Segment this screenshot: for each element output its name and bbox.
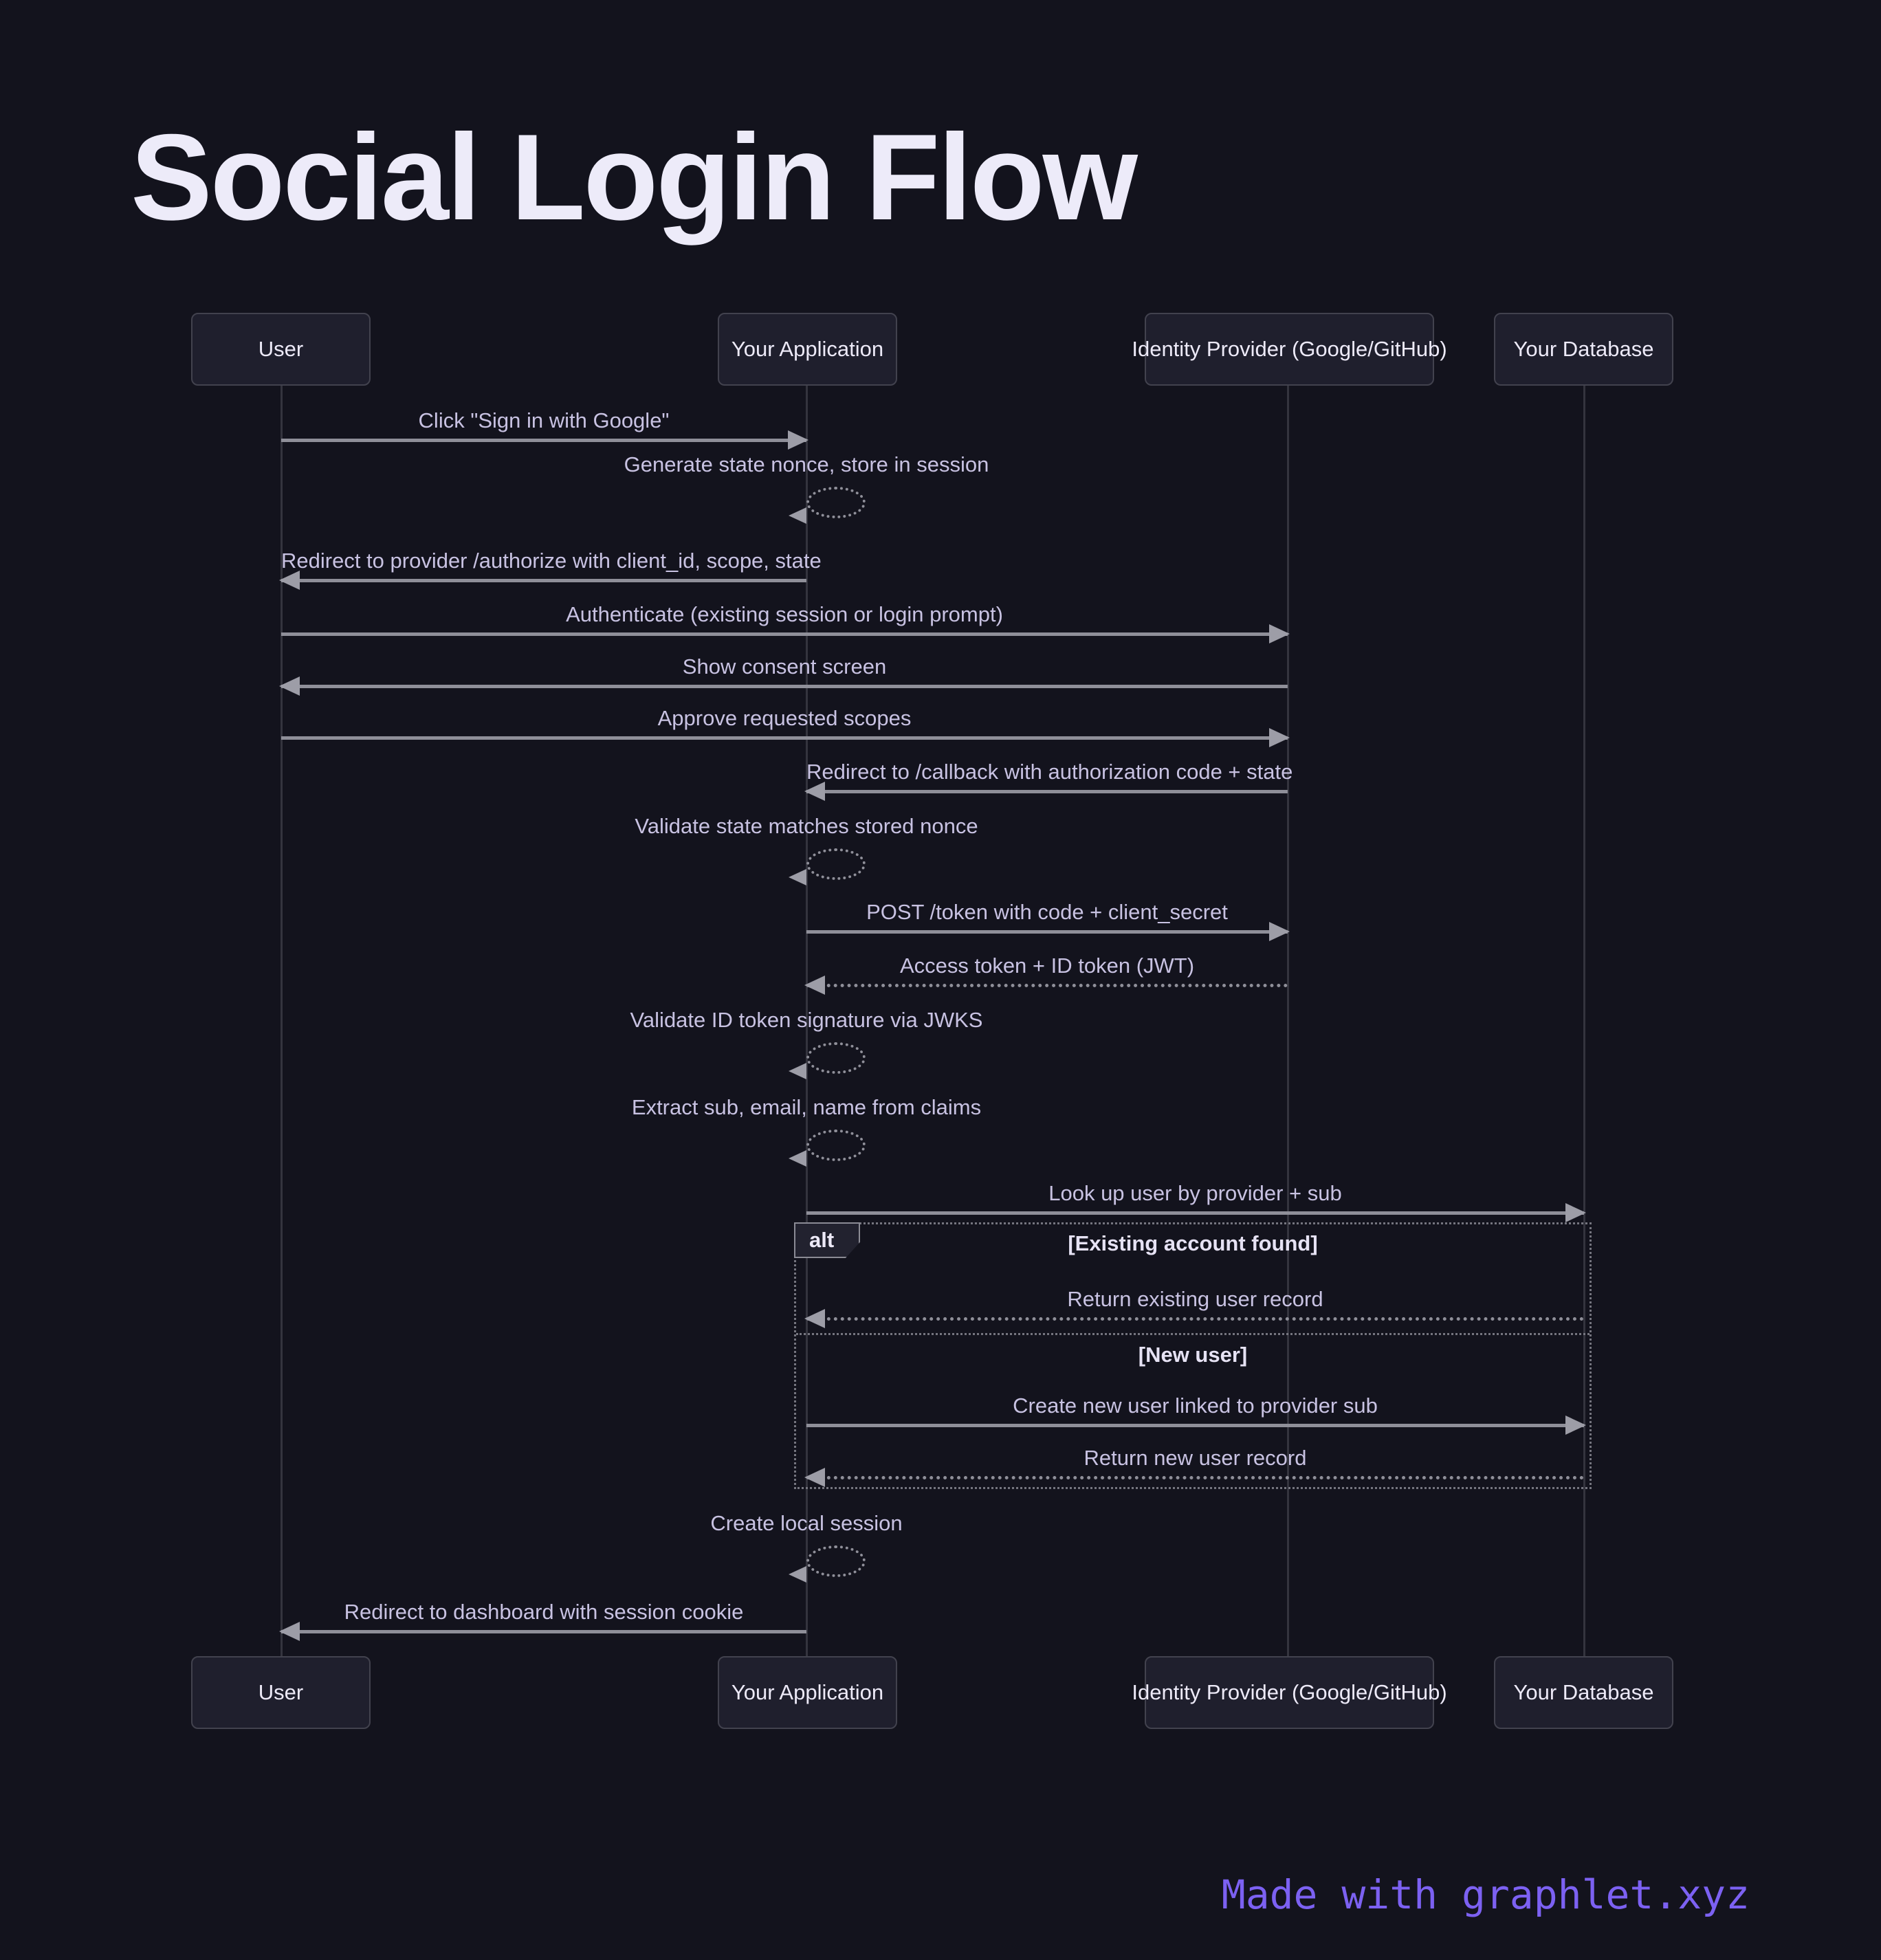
arrowhead-right-icon <box>788 430 808 450</box>
arrowhead-right-icon <box>1565 1203 1586 1222</box>
alt-frame-divider <box>796 1333 1590 1335</box>
self-loop-icon <box>806 1130 866 1161</box>
message-create-new-user: Create new user linked to provider sub <box>806 1392 1586 1435</box>
arrowhead-left-icon <box>789 1063 806 1079</box>
self-message-validate-state: Validate state matches stored nonce <box>497 813 1116 885</box>
arrow-line <box>281 1630 806 1633</box>
self-message-extract-claims: Extract sub, email, name from claims <box>497 1094 1116 1167</box>
arrow-line <box>281 685 1288 688</box>
message-label: Click "Sign in with Google" <box>418 408 670 432</box>
actor-user-bottom: User <box>191 1656 371 1729</box>
lifeline-application <box>806 386 808 1656</box>
lifeline-identity-provider <box>1287 386 1289 1656</box>
message-label: Extract sub, email, name from claims <box>631 1095 982 1119</box>
arrowhead-left-icon <box>789 507 806 524</box>
actor-user-top: User <box>191 313 371 386</box>
arrowhead-left-icon <box>804 782 825 801</box>
message-label: Access token + ID token (JWT) <box>899 954 1195 978</box>
message-label: Redirect to /callback with authorization… <box>806 760 1293 784</box>
message-redirect-authorize: Redirect to provider /authorize with cli… <box>279 547 822 590</box>
arrowhead-right-icon <box>1565 1416 1586 1435</box>
message-redirect-dashboard: Redirect to dashboard with session cooki… <box>279 1598 806 1641</box>
self-loop-icon <box>806 1545 866 1577</box>
page-title: Social Login Flow <box>131 109 1138 245</box>
message-label: Generate state nonce, store in session <box>624 452 989 476</box>
actor-application-top: Your Application <box>718 313 897 386</box>
message-label: Return existing user record <box>1067 1287 1323 1311</box>
alt-condition-new-user: [New user] <box>1138 1343 1248 1367</box>
alt-condition-existing: [Existing account found] <box>1068 1231 1318 1255</box>
message-lookup-user: Look up user by provider + sub <box>806 1180 1586 1222</box>
arrowhead-right-icon <box>1269 728 1290 747</box>
message-label: Authenticate (existing session or login … <box>566 602 1003 626</box>
self-message-create-session: Create local session <box>497 1510 1116 1583</box>
arrow-line <box>806 1211 1584 1215</box>
message-label: Redirect to dashboard with session cooki… <box>344 1600 744 1624</box>
lifeline-user <box>280 386 283 1656</box>
message-redirect-callback: Redirect to /callback with authorization… <box>804 758 1293 801</box>
arrow-line <box>281 439 806 442</box>
self-loop-icon <box>806 1042 866 1074</box>
arrowhead-left-icon <box>279 676 300 696</box>
self-loop-icon <box>806 487 866 518</box>
message-label: Approve requested scopes <box>657 706 912 730</box>
message-label: Validate state matches stored nonce <box>635 814 978 838</box>
message-label: Create local session <box>710 1511 903 1535</box>
actor-identity-provider-bottom: Identity Provider (Google/GitHub) <box>1132 1656 1447 1729</box>
arrowhead-right-icon <box>1269 624 1290 643</box>
message-access-token: Access token + ID token (JWT) <box>804 952 1288 995</box>
arrow-line <box>806 1424 1584 1427</box>
arrow-line <box>281 736 1288 740</box>
message-show-consent: Show consent screen <box>279 653 1288 696</box>
lifeline-database <box>1583 386 1585 1656</box>
message-return-new-user: Return new user record <box>804 1444 1584 1487</box>
actor-database-bottom: Your Database <box>1494 1656 1673 1729</box>
arrow-line <box>806 790 1288 793</box>
message-label: Create new user linked to provider sub <box>1013 1394 1378 1418</box>
arrowhead-left-icon <box>789 1150 806 1167</box>
message-click-sign-in: Click "Sign in with Google" <box>281 407 808 450</box>
message-label: POST /token with code + client_secret <box>866 900 1228 924</box>
message-label: Validate ID token signature via JWKS <box>630 1008 983 1032</box>
arrow-line <box>806 930 1288 934</box>
arrowhead-left-icon <box>789 1566 806 1583</box>
message-authenticate: Authenticate (existing session or login … <box>281 601 1290 643</box>
arrowhead-left-icon <box>789 869 806 885</box>
arrowhead-left-icon <box>804 1309 825 1328</box>
arrow-line-dashed <box>806 984 1288 987</box>
self-loop-icon <box>806 848 866 880</box>
arrowhead-left-icon <box>804 1468 825 1487</box>
arrow-line <box>281 632 1288 636</box>
message-return-existing-user: Return existing user record <box>804 1286 1584 1328</box>
made-with-graphlet-credit: Made with graphlet.xyz <box>1221 1871 1750 1918</box>
actor-identity-provider-top: Identity Provider (Google/GitHub) <box>1132 313 1447 386</box>
arrow-line <box>281 579 806 582</box>
message-approve-scopes: Approve requested scopes <box>281 705 1290 747</box>
message-label: Redirect to provider /authorize with cli… <box>281 549 822 573</box>
arrowhead-left-icon <box>279 571 300 590</box>
arrowhead-left-icon <box>804 976 825 995</box>
alt-frame-badge: alt <box>794 1222 860 1258</box>
self-message-generate-nonce: Generate state nonce, store in session <box>497 451 1116 524</box>
actor-application-bottom: Your Application <box>718 1656 897 1729</box>
message-label: Look up user by provider + sub <box>1048 1181 1342 1205</box>
message-post-token: POST /token with code + client_secret <box>806 899 1290 941</box>
message-label: Show consent screen <box>682 654 887 679</box>
arrowhead-right-icon <box>1269 922 1290 941</box>
arrow-line-dashed <box>806 1476 1584 1479</box>
arrow-line-dashed <box>806 1317 1584 1321</box>
message-label: Return new user record <box>1084 1446 1307 1470</box>
self-message-validate-jwks: Validate ID token signature via JWKS <box>497 1006 1116 1079</box>
alt-frame: alt [Existing account found] [New user] <box>794 1222 1592 1489</box>
arrowhead-left-icon <box>279 1622 300 1641</box>
actor-database-top: Your Database <box>1494 313 1673 386</box>
